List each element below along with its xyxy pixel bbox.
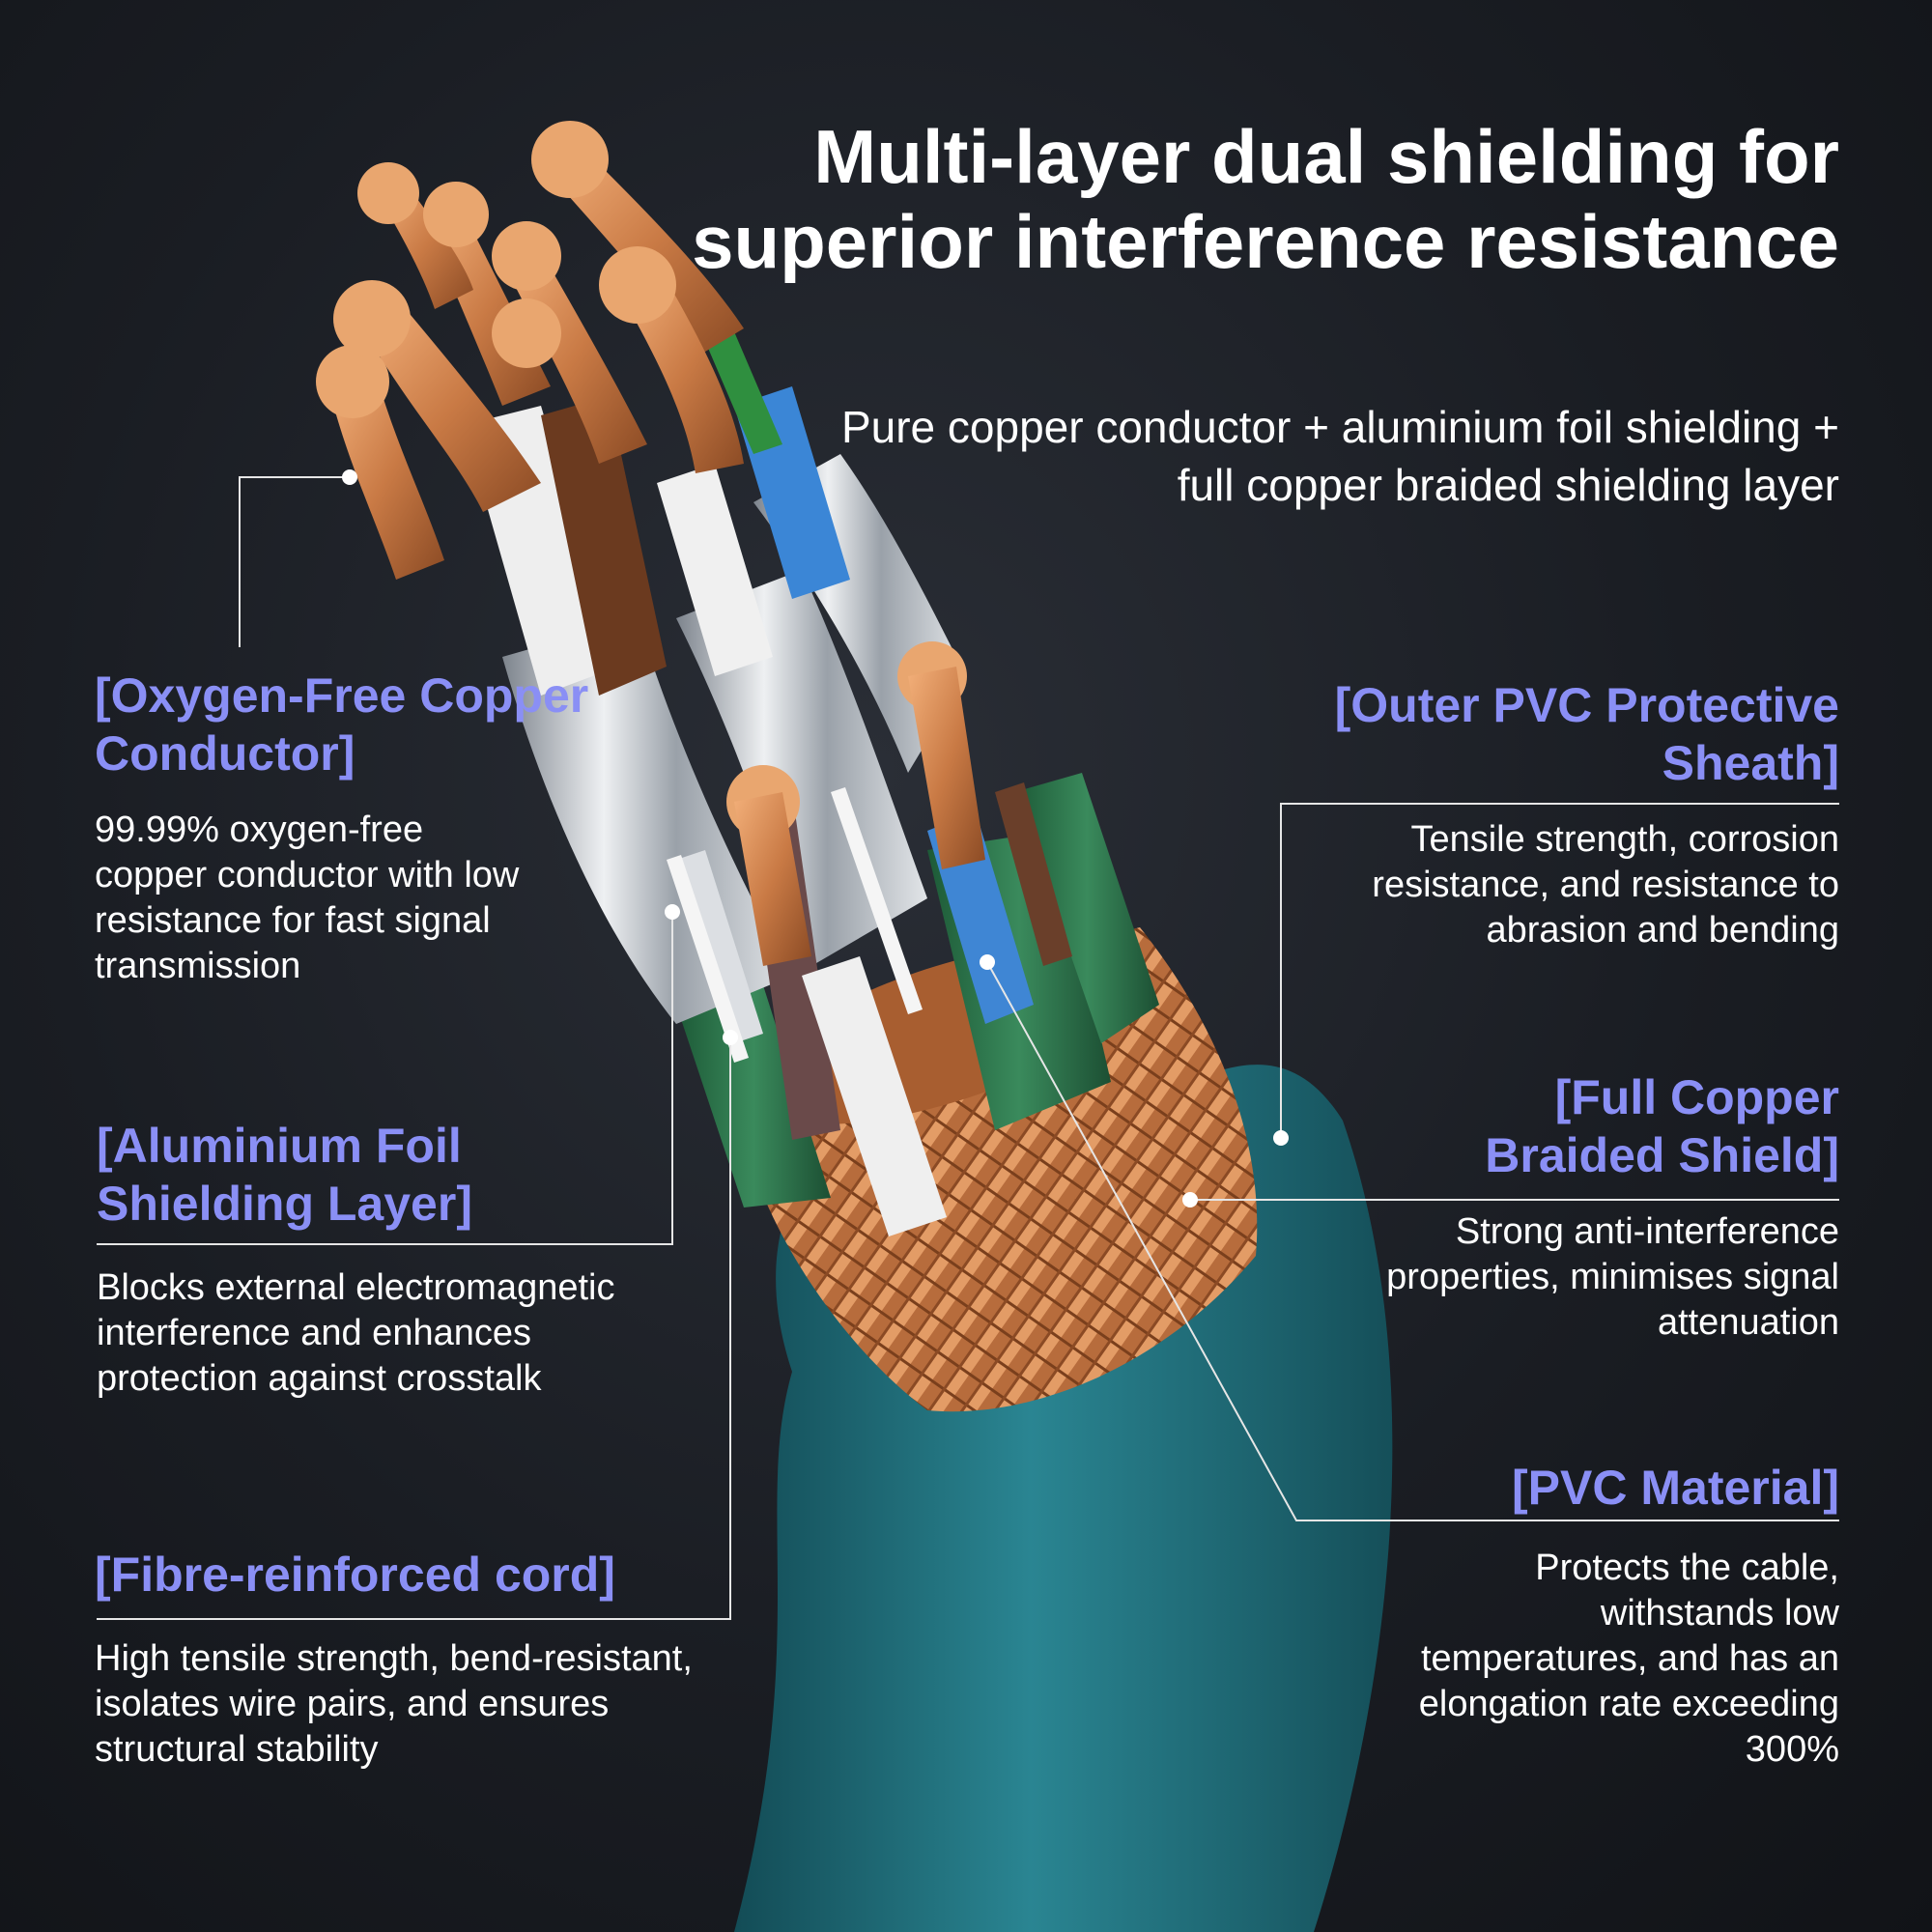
- pointer-dot-fibre: [723, 1030, 738, 1045]
- callout-heading: [PVC Material]: [1512, 1461, 1839, 1515]
- callout-text: Protects the cable, withstands low tempe…: [1418, 1548, 1839, 1770]
- callout-aluminium-foil: [Aluminium Foil Shielding Layer] Blocks …: [97, 1117, 638, 1402]
- callout-copper-braid: [Full Copper Braided Shield] Strong anti…: [1298, 1068, 1839, 1346]
- subtitle: Pure copper conductor + aluminium foil s…: [840, 402, 1839, 510]
- callout-heading: [Fibre-reinforced cord]: [95, 1548, 615, 1602]
- callout-text: High tensile strength, bend-resistant, i…: [95, 1638, 693, 1770]
- callout-outer-pvc-sheath: [Outer PVC Protective Sheath] Tensile st…: [1298, 676, 1839, 953]
- pointer-dot-braid: [1182, 1192, 1198, 1208]
- pointer-dot-copper: [342, 469, 357, 485]
- callout-heading: [Outer PVC Protective Sheath]: [1334, 678, 1839, 790]
- callout-text: Strong anti-interference properties, min…: [1386, 1211, 1839, 1343]
- main-title: Multi-layer dual shielding for superior …: [692, 114, 1839, 284]
- callout-fibre-cord: [Fibre-reinforced cord] High tensile str…: [95, 1546, 752, 1773]
- callout-heading: [Aluminium Foil Shielding Layer]: [97, 1119, 472, 1231]
- callout-heading: [Oxygen-Free Copper Conductor]: [95, 668, 589, 781]
- callout-heading: [Full Copper Braided Shield]: [1485, 1070, 1839, 1182]
- pointer-dot-pvc: [980, 954, 995, 970]
- pointer-dot-foil: [665, 904, 680, 920]
- callout-oxygen-free-copper: [Oxygen-Free Copper Conductor] 99.99% ox…: [95, 667, 636, 989]
- callout-text: Tensile strength, corrosion resistance, …: [1372, 819, 1839, 951]
- callout-text: Blocks external electromagnetic interfer…: [97, 1267, 615, 1399]
- callout-text: 99.99% oxygen-free copper conductor with…: [95, 810, 520, 986]
- callout-pvc-material: [PVC Material] Protects the cable, withs…: [1298, 1459, 1839, 1773]
- pointer-dot-sheath: [1273, 1130, 1289, 1146]
